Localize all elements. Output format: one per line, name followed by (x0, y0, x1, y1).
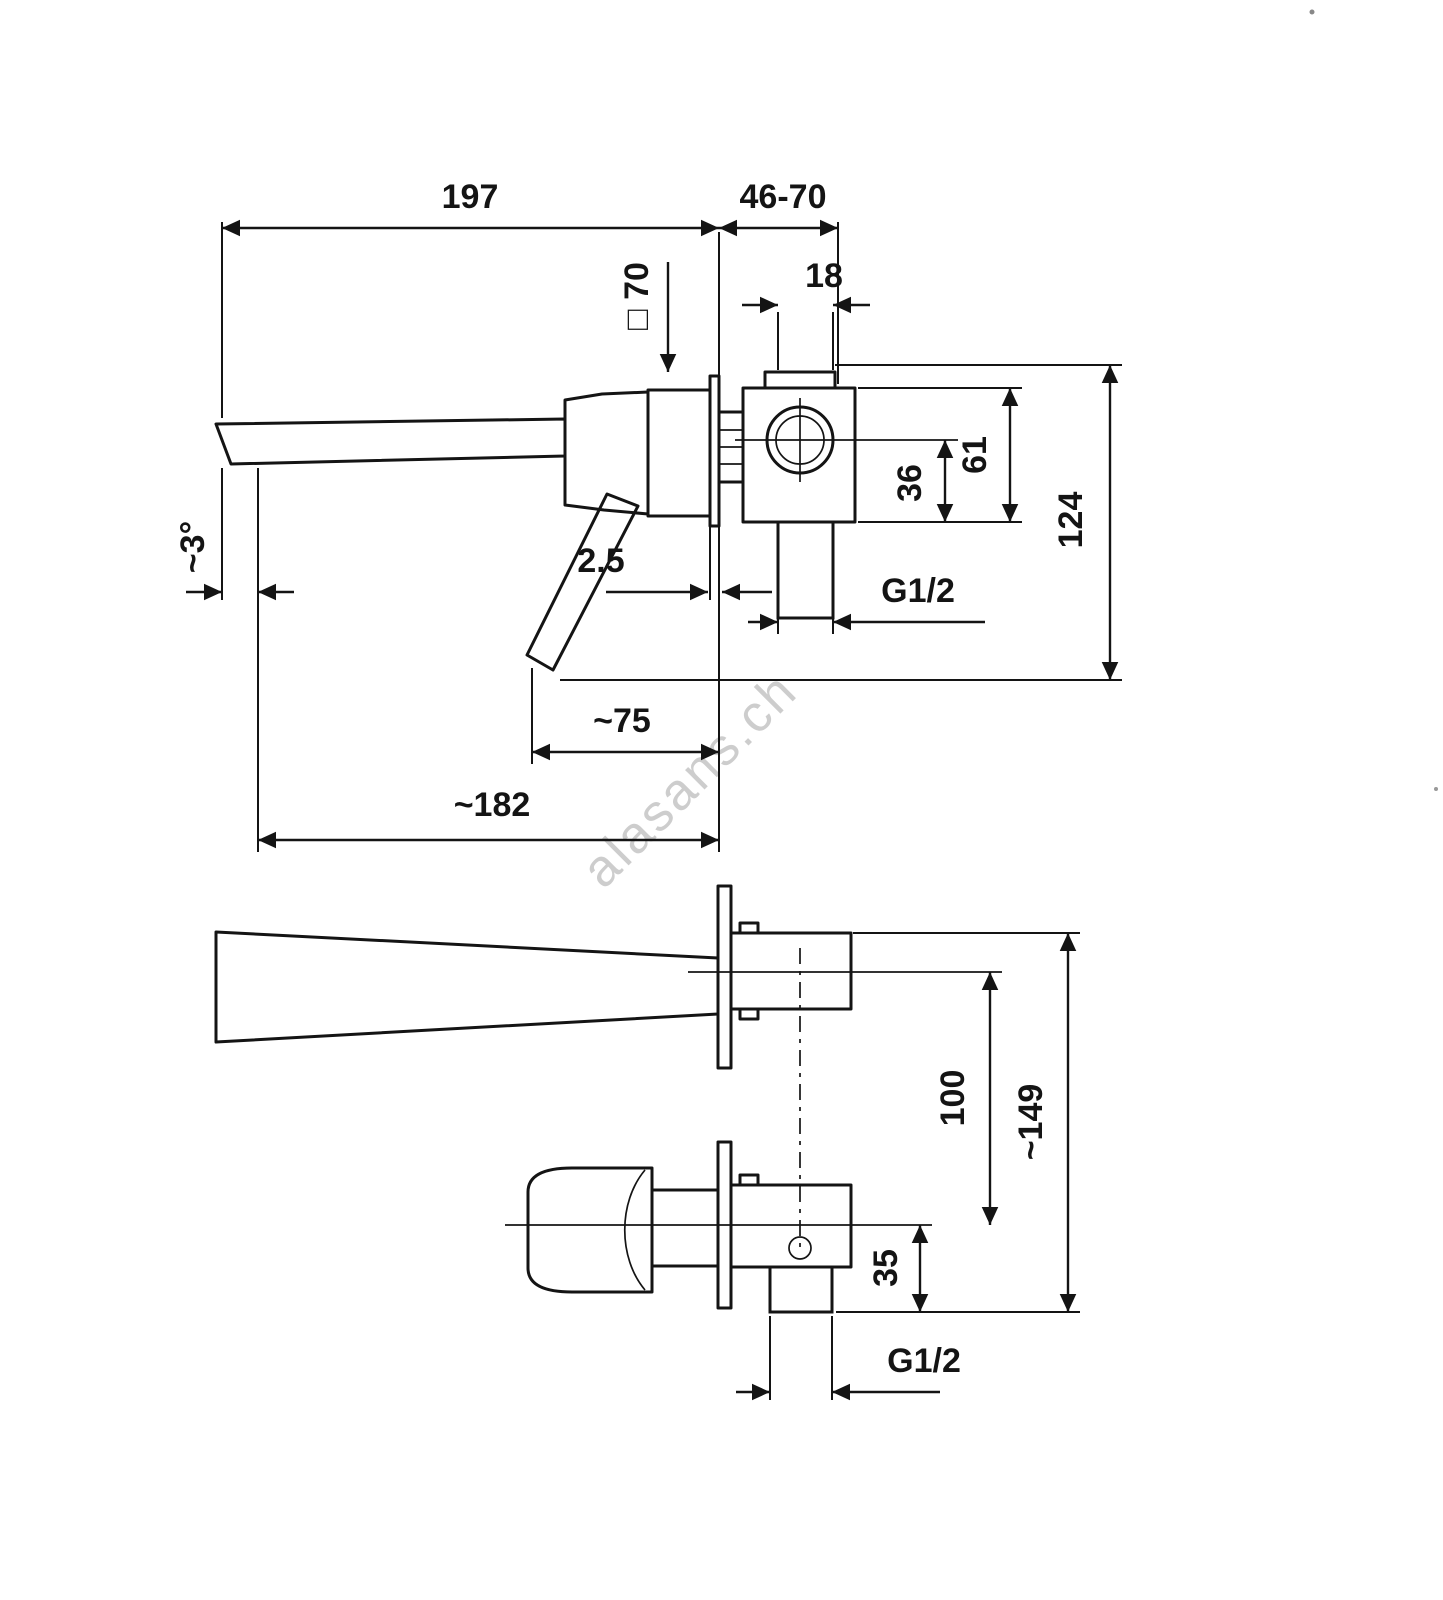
side-view-extension-lines (221, 222, 1122, 852)
plan-view-dimension-lines (736, 933, 1077, 1401)
dim-label-197: 197 (442, 178, 499, 216)
dim-label-75: ~75 (593, 702, 651, 740)
plan-view-faucet-outline (214, 884, 1002, 1314)
dim-label-3deg: ~3° (174, 521, 212, 573)
dim-label-2-5: 2.5 (577, 542, 624, 580)
dim-label-g12-bottom: G1/2 (887, 1342, 961, 1380)
scan-artifact-dot (1434, 787, 1438, 791)
dim-label-g12-top: G1/2 (881, 572, 955, 610)
dim-label-149: ~149 (1012, 1084, 1050, 1161)
dim-label-46-70: 46-70 (740, 178, 827, 216)
plan-view-dimension-labels: 100 ~149 35 G1/2 (867, 1070, 1050, 1380)
dim-label-36: 36 (891, 464, 929, 502)
dim-label-18: 18 (805, 257, 843, 295)
dim-label-100: 100 (934, 1070, 972, 1127)
dim-label-124: 124 (1052, 492, 1090, 549)
side-view-dimension-labels: 197 46-70 18 □ 70 61 36 124 2.5 G1/2 ~3°… (174, 178, 1090, 824)
side-view: 197 46-70 18 □ 70 61 36 124 2.5 G1/2 ~3°… (174, 178, 1122, 852)
side-view-dimension-lines (186, 219, 1119, 849)
watermark-text: alasans.ch (571, 661, 809, 899)
scan-artifact-dot (1309, 9, 1315, 15)
plan-view: 100 ~149 35 G1/2 (214, 884, 1080, 1401)
dim-label-61: 61 (956, 436, 994, 474)
dim-label-182: ~182 (454, 786, 531, 824)
dim-label-35: 35 (867, 1249, 905, 1287)
side-view-faucet-outline (214, 232, 958, 852)
plan-view-extension-lines (769, 932, 1080, 1400)
dim-label-square-70: □ 70 (618, 262, 656, 330)
